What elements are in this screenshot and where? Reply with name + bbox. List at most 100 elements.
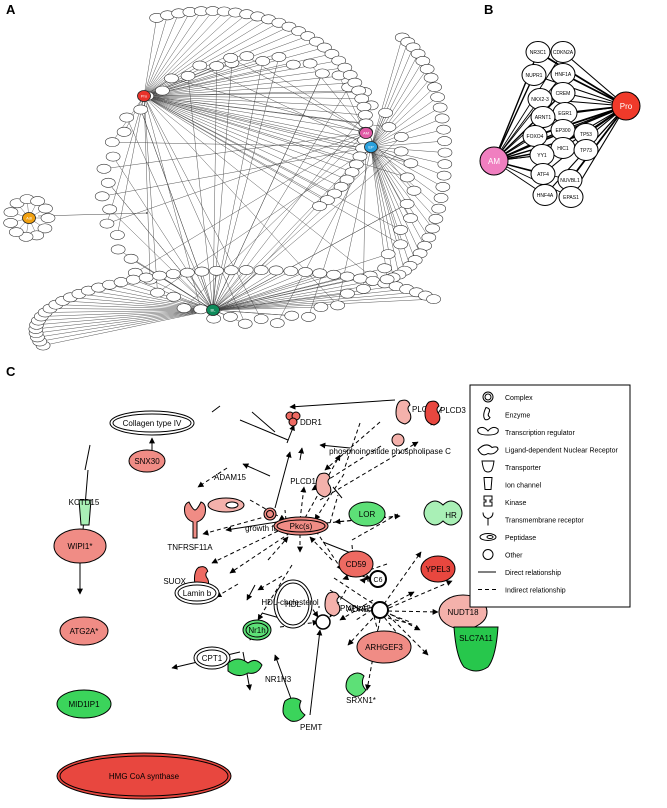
network-edge [370, 146, 433, 229]
network-node [105, 151, 121, 162]
network-node [393, 239, 408, 250]
legend-label-complex: Complex [505, 395, 533, 402]
network-node [378, 107, 393, 118]
network-edge [212, 270, 277, 311]
kctd15-node[interactable] [78, 499, 92, 526]
network-edge [103, 132, 367, 170]
network-edge [143, 89, 359, 97]
atg2a-node[interactable] [59, 616, 109, 646]
network-node [238, 265, 254, 275]
adrb-node[interactable] [371, 601, 389, 619]
plcd1-enzyme[interactable] [315, 472, 332, 498]
legend-label-ligand: Ligand-dependent Nuclear Receptor [505, 448, 619, 455]
network-node [223, 53, 238, 63]
network-edge [212, 269, 247, 311]
edge [286, 424, 295, 444]
network-node [312, 201, 327, 212]
pnpla2-enzyme[interactable] [324, 591, 341, 617]
network-node [436, 124, 451, 135]
network-node [224, 265, 239, 276]
network-edge [534, 105, 627, 137]
gene-node [525, 41, 551, 63]
network-node [155, 85, 170, 96]
legend-other-icon [482, 549, 494, 560]
legend-peptidase-icon [479, 533, 497, 541]
gene-node [521, 64, 547, 86]
network-edge [370, 118, 443, 148]
network-edge [212, 276, 348, 311]
wipi1-node[interactable] [53, 528, 107, 564]
network-edge [143, 10, 213, 97]
network-edge [212, 270, 232, 311]
network-edge [370, 146, 430, 238]
network-edge [159, 275, 214, 311]
hmg-node[interactable] [56, 752, 232, 800]
nr1h3-node[interactable] [227, 658, 263, 677]
network-node [285, 59, 301, 70]
legend-label-other: Other [505, 553, 523, 560]
legend-kinase-icon [483, 495, 493, 507]
mid1ip1-node[interactable] [56, 689, 112, 719]
arhgef3-node[interactable] [356, 630, 412, 664]
hdl-node[interactable] [273, 579, 313, 629]
network-node [133, 104, 149, 115]
plcd3-enzyme[interactable] [424, 400, 441, 426]
network-node [119, 112, 135, 123]
ppc-label: phosphoinositide phospholipase C [329, 447, 451, 456]
pemt-node[interactable] [282, 697, 306, 722]
hr-label: HR [445, 511, 457, 520]
network-node [393, 224, 408, 235]
lor-node[interactable] [348, 501, 386, 527]
network-edge [212, 253, 389, 311]
network-edge [106, 132, 367, 224]
network-node [3, 218, 18, 228]
network-edge [370, 60, 424, 148]
collagen-label: Collagen type IV [123, 419, 182, 428]
hub-node-adi [22, 212, 36, 224]
tnfrsf11a-node[interactable] [184, 501, 206, 539]
network-node [180, 70, 196, 81]
cd59-node[interactable] [338, 550, 374, 578]
network-node [283, 266, 299, 277]
network-edge [246, 55, 367, 134]
slc7a11-label: SLC7A11 [459, 634, 493, 643]
cpt1-node[interactable] [193, 646, 231, 670]
network-edge [493, 74, 535, 162]
hdlchol-node[interactable] [315, 614, 331, 630]
ppc-node[interactable] [391, 433, 405, 447]
network-edge [143, 95, 357, 165]
ypel3-node[interactable] [420, 555, 456, 583]
collagen-node[interactable] [109, 410, 195, 436]
laminb-node[interactable] [174, 581, 220, 605]
hr-node[interactable] [423, 500, 463, 526]
network-edge [201, 271, 214, 311]
gfr-node[interactable] [263, 507, 277, 521]
network-node [253, 265, 269, 275]
network-node [237, 318, 253, 329]
legend-label-transcription: Transcription regulator [505, 430, 575, 437]
network-edge [143, 95, 365, 141]
legend-label-enzyme: Enzyme [505, 413, 530, 420]
pnpla2-label: PNPLA2 [340, 604, 371, 613]
plce1-enzyme[interactable] [395, 399, 412, 425]
network-node [353, 273, 368, 284]
network-node [99, 218, 115, 229]
legend-peptidase-icon-inner [486, 535, 494, 539]
pkc-label: Pkc(s) [290, 522, 313, 531]
network-edge [109, 209, 214, 311]
network-edge [157, 146, 372, 293]
network-edge [173, 273, 214, 311]
network-node [301, 312, 316, 322]
network-node [193, 304, 209, 315]
c6-node[interactable] [369, 570, 387, 588]
srxn1-node[interactable] [345, 672, 367, 697]
legend-box [469, 384, 631, 608]
snx30-node[interactable] [128, 449, 166, 473]
network-edge [42, 309, 214, 347]
network-node [427, 82, 442, 93]
slc7a11-node[interactable] [453, 626, 499, 672]
network-edge [143, 19, 269, 97]
network-node [152, 270, 167, 281]
network-edge [88, 289, 214, 311]
